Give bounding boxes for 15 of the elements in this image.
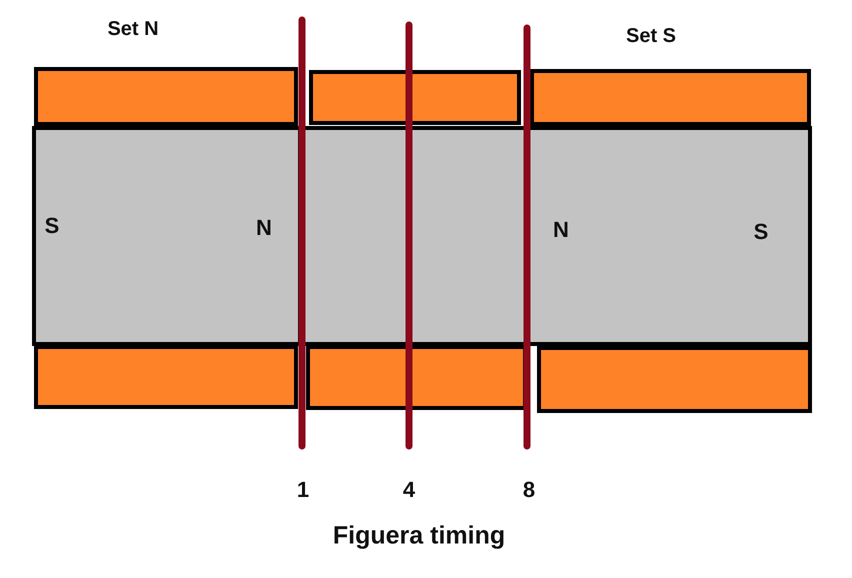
- coil-block: [34, 345, 298, 409]
- pole-label: S: [754, 221, 768, 243]
- diagram-caption: Figuera timing: [332, 524, 506, 548]
- pole-label: N: [553, 219, 569, 241]
- position-number: 4: [402, 479, 416, 501]
- coil-block: [530, 69, 811, 126]
- set-label: Set N: [107, 19, 159, 39]
- position-number: 8: [522, 479, 536, 501]
- pole-label: N: [256, 217, 272, 239]
- coil-block: [309, 70, 521, 125]
- set-label: Set S: [626, 26, 676, 46]
- position-number: 1: [296, 479, 310, 501]
- pole-label: S: [44, 215, 60, 237]
- coil-block: [537, 346, 812, 413]
- coil-block: [34, 67, 298, 126]
